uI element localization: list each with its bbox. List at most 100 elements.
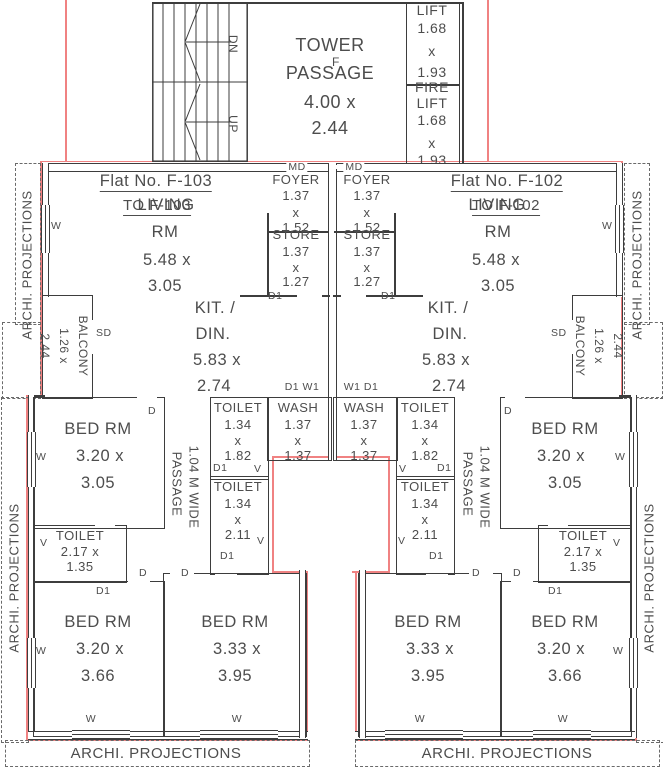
wall [619, 395, 636, 397]
toilet-b-dim: x [234, 512, 242, 527]
kitchen-wall [333, 295, 341, 297]
foyer-wall [394, 213, 396, 297]
kitchen-label: KIT. / [427, 299, 469, 317]
wall [462, 2, 464, 163]
toilet-a-right [396, 397, 455, 480]
toilet-main-right [538, 525, 632, 583]
d1-door-label: D1 [381, 290, 396, 302]
md-door-gap [303, 164, 327, 169]
outer-wall [28, 395, 35, 738]
d-door-label: D [504, 405, 513, 417]
red-line [26, 395, 28, 740]
archi-projections-label: ARCHI. PROJECTIONS [70, 745, 242, 762]
toilet-b-label: TOILET [213, 479, 263, 494]
balcony-dim: 2.44 [38, 333, 52, 359]
foyer-dim: 1.37 [282, 188, 310, 203]
foyer-wall [267, 213, 269, 297]
archi-projections-label: ARCHI. PROJECTIONS [19, 190, 35, 340]
kitchen-dim: 2.74 [196, 377, 232, 395]
living-dim: 5.48 x [472, 251, 520, 269]
wash-dim: x [294, 433, 302, 448]
stair-up-label: UP [226, 115, 240, 133]
store-label: STORE [343, 227, 391, 242]
shaft-red-line [352, 571, 390, 573]
toilet-a-dim: x [421, 433, 429, 448]
foyer-dim: 1.37 [353, 188, 381, 203]
w-window-label: W [231, 713, 243, 725]
bed1-dim: 3.05 [80, 474, 116, 492]
toilet-a-dim: 1.34 [224, 417, 252, 432]
toilet-a-label: TOILET [400, 400, 450, 415]
d-door-label: D [139, 567, 148, 579]
wash-left [267, 397, 332, 461]
d-door-label: D [148, 405, 157, 417]
store-dim: x [292, 260, 300, 275]
toilet-main-dim: 1.35 [66, 559, 94, 574]
window [72, 730, 130, 739]
shaft-red-line [272, 571, 308, 573]
fire-lift-dim: x [428, 135, 436, 151]
passage-label: PASSAGE [460, 451, 476, 517]
toilet-b-dim: x [421, 512, 429, 527]
tower-passage-dim: 4.00 x [303, 92, 357, 112]
tower-passage-dim: 2.44 [311, 118, 349, 138]
staircase [152, 2, 248, 162]
window [629, 638, 638, 688]
toilet-a-dim: 1.34 [411, 417, 439, 432]
toilet-main-left [33, 525, 127, 583]
toilet-main-dim: 2.17 x [563, 544, 603, 559]
kitchen-label: DIN. [195, 325, 231, 343]
d1-door-label: D1 [213, 462, 228, 474]
to-flat-number: TO F-102 [472, 197, 540, 216]
archi-projections-label: ARCHI. PROJECTIONS [421, 745, 593, 762]
wall [152, 2, 462, 4]
sd-door-label: SD [551, 327, 567, 339]
door-gap [128, 580, 150, 584]
d1-door-label: D1 [220, 550, 235, 562]
living-label: LIVING [468, 196, 526, 214]
archi-box-left-upper [15, 163, 41, 325]
store-shelf [267, 231, 329, 233]
living-label: RM [151, 223, 179, 241]
window [27, 638, 36, 688]
md-door-label: MD [286, 161, 308, 173]
door-gap [137, 396, 157, 400]
v-vent-label: V [254, 463, 262, 475]
living-label: LIVING [137, 196, 195, 214]
toilet-b-label: TOILET [400, 479, 450, 494]
wash-doors-label: D1 W1 [284, 381, 320, 393]
shaft-red-line [388, 456, 390, 573]
d-door-label: D [472, 567, 481, 579]
store-dim: 1.37 [282, 244, 310, 259]
lift-dim: 1.93 [417, 64, 447, 80]
balcony-label: BALCONY [573, 315, 587, 377]
wash-label: WASH [343, 400, 385, 415]
shaft-red-line [272, 456, 274, 573]
bed1-label: BED RM [531, 420, 599, 438]
w-window-label: W [615, 451, 626, 463]
toilet-a-label: TOILET [213, 400, 263, 415]
store-dim: x [363, 260, 371, 275]
foyer-label: FOYER [272, 172, 320, 187]
bed2-dim: 3.66 [80, 667, 116, 685]
red-line [487, 0, 489, 162]
fire-lift-label: FIRE [415, 79, 449, 95]
living-label: RM [484, 223, 512, 241]
wash-dim: 1.37 [350, 417, 378, 432]
flat-number: Flat No. F-103 [99, 172, 213, 192]
d1-door-label: D1 [268, 290, 283, 302]
toilet-b-dim: 2.11 [224, 527, 252, 542]
balcony-label: BALCONY [76, 315, 90, 377]
foyer-dim: x [292, 205, 300, 220]
toilet-a-left [210, 397, 269, 480]
d1-door-label: D1 [96, 585, 111, 597]
bed2-dim: 3.66 [547, 667, 583, 685]
kitchen-label: KIT. / [194, 299, 236, 317]
balcony-dim: 1.26 x [57, 328, 71, 364]
passage-label: 1.04 M WIDE [477, 445, 493, 529]
lift-dim: 1.68 [417, 20, 447, 36]
sd-door-gap [87, 320, 95, 354]
w-window-label: W [414, 713, 426, 725]
window [615, 205, 624, 253]
